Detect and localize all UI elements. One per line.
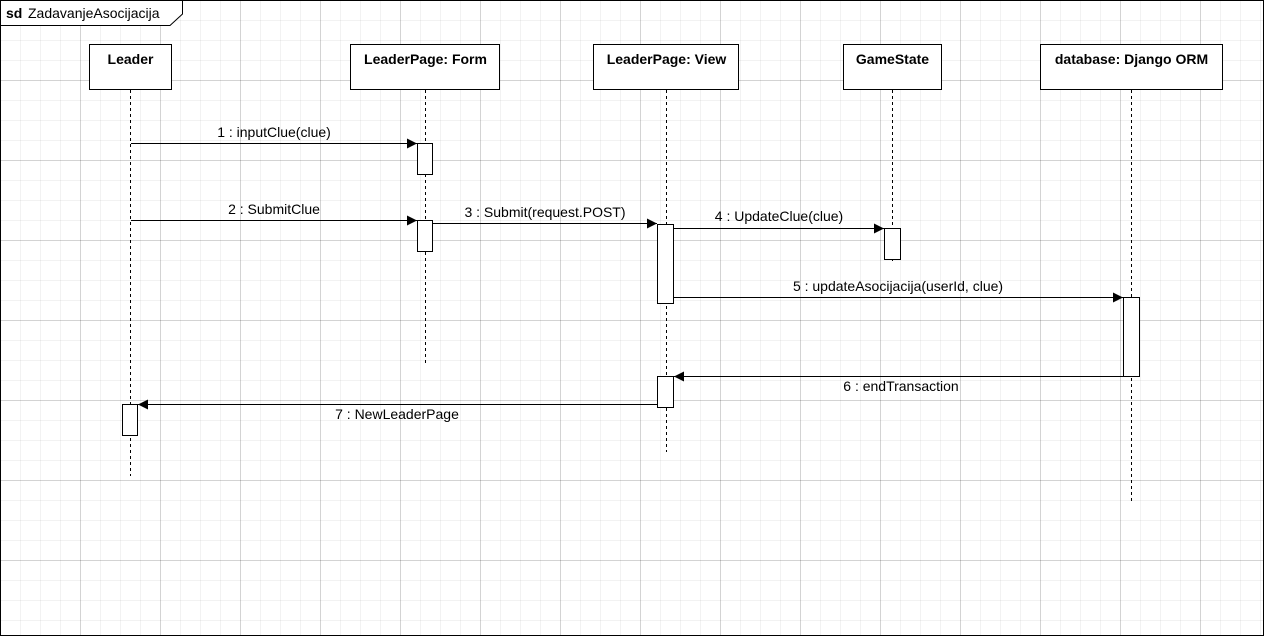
activation-gamestate[interactable] [884,228,901,260]
message-6-label: 6 : endTransaction [843,378,958,394]
message-7[interactable]: 7 : NewLeaderPage [138,399,657,423]
lifeline-label-form: LeaderPage: Form [364,51,487,67]
activation-form-1[interactable] [417,143,433,175]
activation-form-2[interactable] [417,220,433,252]
message-3[interactable]: 3 : Submit(request.POST) [433,204,657,229]
activation-db[interactable] [1123,297,1140,377]
lifeline-label-view: LeaderPage: View [607,51,727,67]
sd-frame-tab [0,0,183,26]
activation-view-1[interactable] [657,224,674,304]
message-4-label: 4 : UpdateClue(clue) [715,208,843,224]
message-1[interactable]: 1 : inputClue(clue) [131,124,417,149]
frame-kind-label: sd [6,5,22,21]
activation-view-2[interactable] [657,376,674,408]
message-2-label: 2 : SubmitClue [228,201,320,217]
message-3-label: 3 : Submit(request.POST) [464,204,625,220]
lifeline-head-form[interactable]: LeaderPage: Form [350,44,500,90]
message-4[interactable]: 4 : UpdateClue(clue) [674,208,884,234]
message-5[interactable]: 5 : updateAsocijacija(userId, clue) [674,278,1123,303]
lifeline-label-db: database: Django ORM [1055,51,1208,67]
message-2[interactable]: 2 : SubmitClue [131,201,417,226]
lifeline-head-db[interactable]: database: Django ORM [1040,44,1223,90]
message-1-label: 1 : inputClue(clue) [217,124,331,140]
message-6[interactable]: 6 : endTransaction [674,371,1123,395]
message-5-label: 5 : updateAsocijacija(userId, clue) [793,278,1003,294]
lifeline-head-leader[interactable]: Leader [89,44,172,90]
lifeline-head-view[interactable]: LeaderPage: View [593,44,739,90]
lifeline-label-leader: Leader [108,51,154,67]
lifeline-label-gamestate: GameState [856,51,929,67]
frame-name-label: ZadavanjeAsocijacija [28,5,160,21]
lifeline-head-gamestate[interactable]: GameState [843,44,942,90]
message-7-label: 7 : NewLeaderPage [335,406,459,422]
activation-leader[interactable] [122,404,138,436]
